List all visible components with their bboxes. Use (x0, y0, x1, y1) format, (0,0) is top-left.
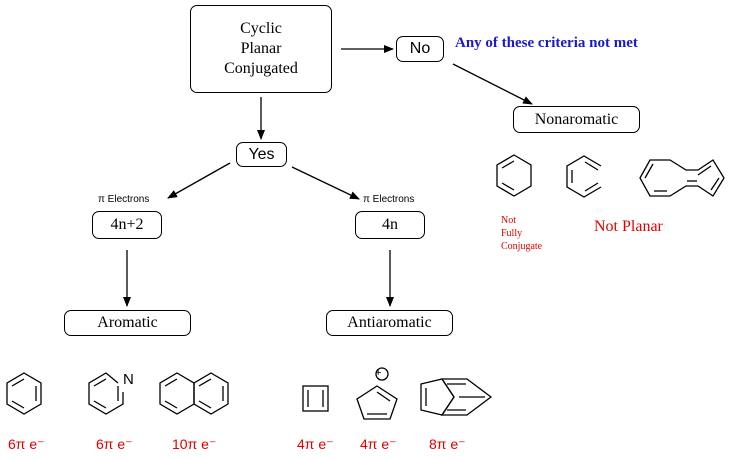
criterion-planar: Planar (240, 40, 282, 57)
antiaromatic-box: Antiaromatic (326, 310, 453, 336)
criterion-conjugated: Conjugated (224, 60, 298, 77)
cyclobutadiene-electron-count: 4π e⁻ (297, 436, 334, 452)
cation-charge-label: + (375, 367, 382, 379)
arrow-to-nonaromatic (452, 63, 533, 105)
rule-4n-box: 4n (355, 211, 425, 239)
not-conjugated-note-line-1: Not (501, 215, 516, 226)
arrow-to-4n (291, 166, 360, 200)
cyclodecapentaene-structure (639, 159, 725, 197)
criterion-cyclic: Cyclic (240, 20, 282, 37)
cyclohexadiene-structure (496, 154, 532, 197)
arrow-to-4n-plus-2 (167, 162, 231, 199)
not-planar-note: Not Planar (594, 218, 663, 235)
pi-electrons-label-left: π Electrons (98, 194, 150, 205)
naphthalene-structure (159, 372, 229, 415)
pyridine-electron-count: 6π e⁻ (96, 436, 133, 452)
pyridine-nitrogen-label: N (123, 371, 134, 388)
not-conjugated-note-line-2: Fully (501, 228, 523, 239)
not-conjugated-note-line-3: Conjugate (501, 241, 543, 252)
aromatic-box: Aromatic (64, 310, 191, 336)
naphthalene-electron-count: 10π e⁻ (172, 436, 217, 452)
pentalene-structure (420, 378, 493, 416)
cyclobutadiene-structure (302, 385, 329, 412)
no-box: No (396, 36, 444, 62)
cation-electron-count: 4π e⁻ (360, 436, 397, 452)
cyclopentadienyl-cation-structure (356, 367, 398, 420)
nonaromatic-box: Nonaromatic (513, 106, 640, 133)
benzene-electron-count: 6π e⁻ (8, 436, 45, 452)
criteria-box: Cyclic Planar Conjugated (190, 5, 332, 93)
pyridine-structure (88, 372, 124, 415)
pi-electrons-label-right: π Electrons (363, 194, 415, 205)
hexatriene-structure (566, 155, 602, 198)
yes-box: Yes (236, 142, 287, 167)
pentalene-electron-count: 8π e⁻ (429, 436, 466, 452)
criteria-not-met-note: Any of these criteria not met (455, 35, 638, 51)
rule-4n-plus-2-box: 4n+2 (92, 211, 162, 239)
benzene-structure (6, 372, 42, 415)
